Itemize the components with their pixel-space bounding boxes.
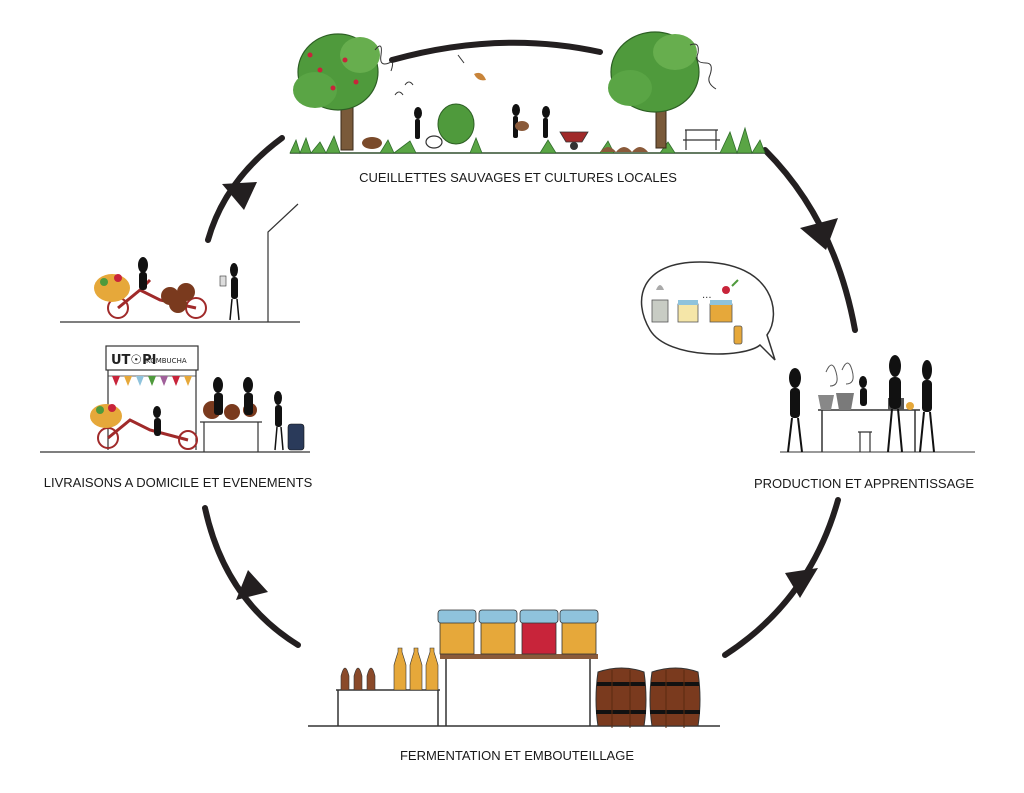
event-bike	[90, 404, 198, 450]
cycle-arcs	[202, 39, 858, 658]
cycle-arrowheads	[222, 182, 838, 600]
garden-scene	[289, 31, 766, 155]
stall-banner	[105, 345, 199, 371]
stage-label-left: LIVRAISONS A DOMICILE ET EVENEMENTS	[44, 475, 313, 490]
garden-bench	[683, 129, 720, 150]
arc-bottom-left	[202, 505, 301, 648]
harvest-basket	[362, 137, 382, 149]
arrowhead-bottom-left	[236, 570, 268, 600]
house-wall	[267, 203, 299, 322]
garden-bush	[437, 103, 475, 145]
apple-tree-right	[608, 31, 717, 149]
event-people	[153, 377, 284, 451]
falling-leaf	[474, 72, 486, 81]
stage-label-bottom: FERMENTATION ET EMBOUTEILLAGE	[400, 748, 634, 763]
delivery-scene	[40, 203, 310, 453]
stage-label-right: PRODUCTION ET APPRENTISSAGE	[754, 476, 974, 491]
kombucha-dispensers	[437, 609, 599, 655]
garden-grass	[289, 126, 766, 155]
arc-top	[389, 39, 603, 63]
small-bottles	[340, 667, 376, 691]
tall-bottles	[393, 647, 439, 691]
banner-brand: UT☉PI	[111, 353, 156, 368]
banner-product: KOMBUCHA	[146, 357, 187, 365]
dispenser-table	[440, 656, 598, 726]
production-scene: ...	[640, 261, 975, 453]
workshop-people	[787, 355, 935, 453]
arrowhead-left-up	[222, 182, 257, 210]
svg-text:...: ...	[702, 290, 712, 301]
arrowhead-right-down	[800, 218, 838, 250]
shopping-bag	[287, 423, 305, 451]
event-table	[200, 421, 262, 452]
wheelbarrow	[559, 131, 589, 150]
arc-bottom-right	[722, 497, 841, 658]
workshop-table	[818, 409, 920, 452]
apple-tree-left	[293, 33, 394, 151]
customer-figure	[219, 263, 240, 321]
arrowhead-bottom-right	[785, 568, 818, 598]
arc-top-right	[762, 147, 858, 333]
oak-barrels	[595, 667, 701, 728]
bubble-jars: ...	[651, 279, 743, 345]
cargo-bike-delivery	[94, 257, 207, 319]
fermentation-scene	[308, 609, 720, 728]
soil-mounds	[600, 147, 648, 152]
gardener-figures	[414, 104, 550, 139]
bottle-shelf	[336, 689, 440, 726]
stage-label-top: CUEILLETTES SAUVAGES ET CULTURES LOCALES	[359, 170, 677, 185]
